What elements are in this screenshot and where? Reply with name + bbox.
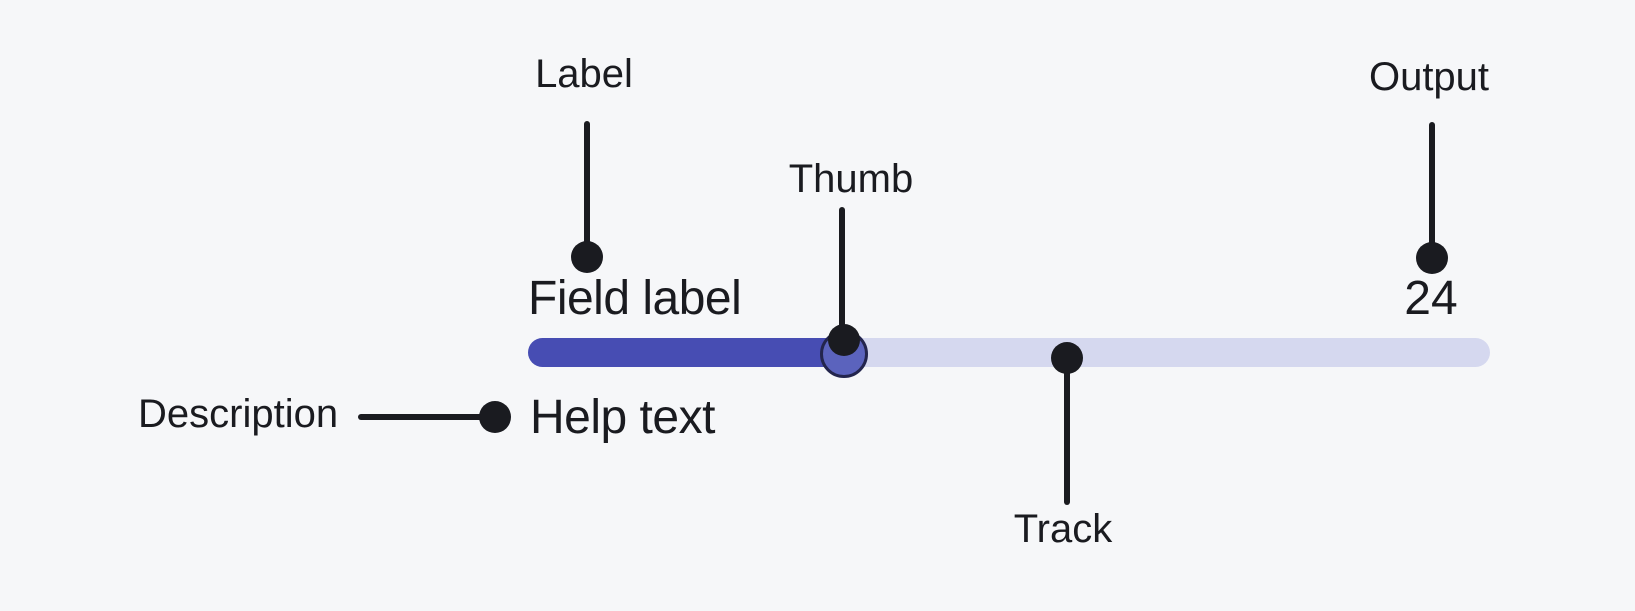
annotation-track-callout-line — [1064, 358, 1070, 505]
annotation-track-callout-dot — [1051, 342, 1083, 374]
slider-output-value: 24 — [1404, 272, 1458, 325]
annotation-thumb-callout-dot — [828, 324, 860, 356]
slider-help-text: Help text — [530, 391, 715, 444]
annotation-thumb-text: Thumb — [788, 157, 914, 201]
annotation-output-text: Output — [1368, 55, 1490, 99]
annotation-description-text: Description — [138, 392, 339, 436]
annotation-label-callout-dot — [571, 241, 603, 273]
annotation-description-callout-line — [358, 414, 497, 420]
annotation-output-callout-line — [1429, 122, 1435, 246]
slider-track-fill — [528, 338, 844, 367]
slider-field-label: Field label — [528, 272, 742, 325]
annotation-output-callout-dot — [1416, 242, 1448, 274]
annotation-description-callout-dot — [479, 401, 511, 433]
slider-track[interactable] — [528, 338, 1490, 367]
annotation-track-text: Track — [1013, 507, 1113, 551]
annotation-thumb-callout-line — [839, 207, 845, 332]
annotation-label-callout-line — [584, 121, 590, 245]
annotation-label-text: Label — [535, 52, 633, 96]
